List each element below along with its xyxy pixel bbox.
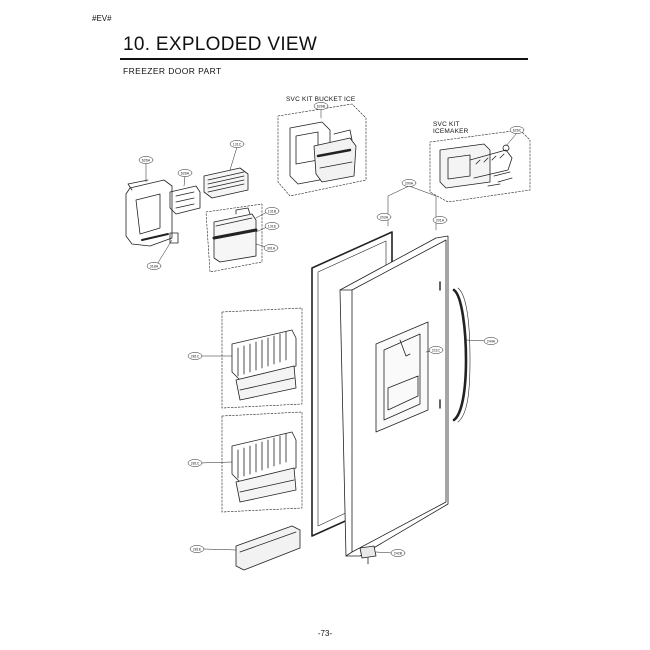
bucket-ice-kit-frame xyxy=(277,103,367,197)
callout-131e: 131E xyxy=(264,222,280,230)
section-subtitle: FREEZER DOOR PART xyxy=(123,66,222,76)
callout-label: 203A xyxy=(380,215,389,219)
callout-131c: 131C xyxy=(229,140,245,148)
callout-label: 281C xyxy=(191,354,200,358)
callout-label: 131B xyxy=(268,209,277,213)
door-basket-1-drawing xyxy=(231,329,297,401)
door-handle-drawing xyxy=(452,288,468,422)
door-panel-drawing xyxy=(339,235,449,557)
callout-244a: 244A xyxy=(483,337,499,345)
page-title: 10. EXPLODED VIEW xyxy=(123,34,318,55)
callout-label: 626B xyxy=(317,104,326,108)
basket-2-frame xyxy=(221,411,303,513)
callout-203a: 203A xyxy=(376,213,392,221)
callout-211c: 211C xyxy=(428,346,444,354)
callout-label: 211C xyxy=(432,348,441,352)
kit-label-bucket-ice: SVC KIT BUCKET ICE xyxy=(286,96,356,103)
callout-label: 200A xyxy=(405,181,414,185)
ice-bucket-kit-drawing xyxy=(289,121,357,185)
callout-131b: 131B xyxy=(264,207,280,215)
callout-label: 626A xyxy=(142,158,151,162)
ice-bucket-drawing xyxy=(212,207,258,263)
callout-label: 626A xyxy=(181,171,190,175)
callout-626c: 626C xyxy=(509,126,525,134)
callout-281c-1: 281C xyxy=(187,352,203,360)
page-number: -73- xyxy=(317,629,333,638)
bottom-shelf-drawing xyxy=(235,525,301,571)
callout-label: 301A xyxy=(267,246,276,250)
callout-label: 244A xyxy=(487,339,496,343)
callout-318a: 318A xyxy=(146,262,162,270)
lower-hinge-drawing xyxy=(359,545,377,565)
icemaker-kit-drawing xyxy=(439,143,513,189)
callout-242b: 242B xyxy=(390,549,406,557)
callout-201a: 201A xyxy=(432,216,448,224)
basket-1-frame xyxy=(221,307,303,409)
callout-label: 131E xyxy=(268,224,277,228)
callout-label: 281E xyxy=(193,547,202,551)
callout-label: 242B xyxy=(394,551,403,555)
callout-200a: 200A xyxy=(401,179,417,187)
callout-626a-motor: 626A xyxy=(177,169,193,177)
document-tag: #EV# xyxy=(92,14,112,23)
callout-label: 131C xyxy=(233,142,242,146)
callout-label: 281C xyxy=(191,461,200,465)
kit-label-icemaker-1: SVC KIT xyxy=(433,121,460,128)
title-rule xyxy=(120,58,528,60)
callout-281c-2: 281C xyxy=(187,459,203,467)
door-basket-2-drawing xyxy=(231,431,297,503)
callout-label: 201A xyxy=(436,218,445,222)
callout-626b: 626B xyxy=(313,102,329,110)
callout-label: 318A xyxy=(150,264,159,268)
ice-housing-drawing xyxy=(125,167,249,247)
callout-281e: 281E xyxy=(189,545,205,553)
bucket-assembly-frame xyxy=(205,203,263,273)
callout-626a-housing: 626A xyxy=(138,156,154,164)
callout-label: 626C xyxy=(513,128,522,132)
kit-label-icemaker-2: ICEMAKER xyxy=(433,128,469,135)
callout-301a: 301A xyxy=(263,244,279,252)
